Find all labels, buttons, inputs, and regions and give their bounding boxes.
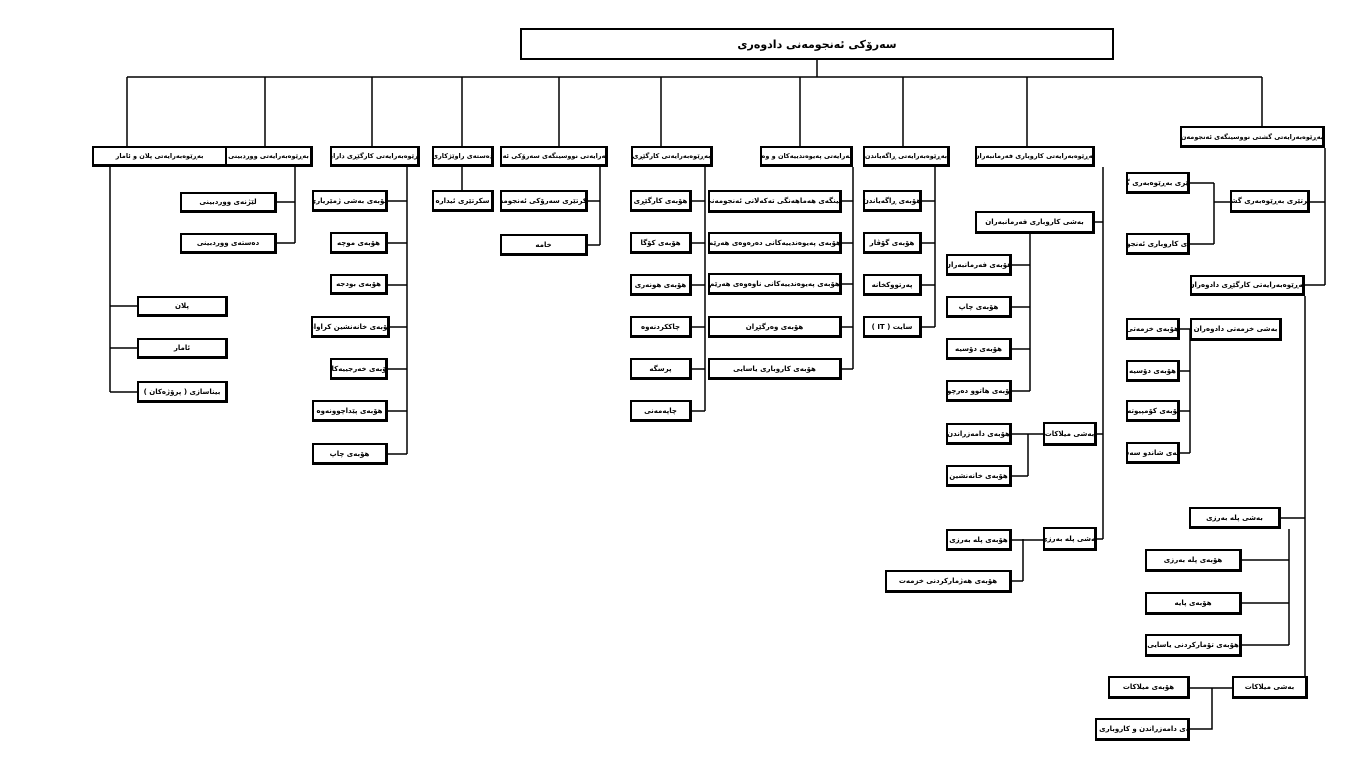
- unit-box: هۆبەی خزمەتی: [1126, 318, 1180, 340]
- unit-box: هۆبەی تۆمارکردنی یاسایی: [1145, 634, 1242, 657]
- chart-title-box: سەرۆکی ئەنجومەنی دادوەری: [520, 28, 1114, 60]
- unit-box: هۆبەی کارگێڕی: [630, 190, 692, 212]
- directorate-box: بەڕێوەبەرایەتی کارگێڕی دارایی: [330, 146, 420, 167]
- unit-box: هۆبەی چاپ: [946, 296, 1012, 318]
- connector-line: [1190, 688, 1213, 730]
- unit-box: هۆبەی وەرگێڕان: [708, 316, 842, 338]
- unit-box: هۆبەی بەشی ژمێریاری: [312, 190, 388, 212]
- unit-box: بەشی میلاکات: [1232, 676, 1308, 699]
- directorate-box: بەڕێوەبەرایەتی کاروباری فەرمانبەران: [975, 146, 1095, 167]
- unit-box: بەشی خزمەتی دادوەران: [1190, 318, 1282, 341]
- unit-box: هۆبەی پلە بەرزی: [1145, 549, 1242, 572]
- unit-box: هۆبەی کاروباری ئەنجومەن: [1126, 233, 1190, 255]
- directorate-box: بەڕێوەبەرایەتی ڕاگەیاندن: [863, 146, 950, 167]
- unit-box: هۆبەی فەرمانبەران: [946, 254, 1012, 276]
- unit-box: سکرتێری ئیدارە: [432, 190, 494, 212]
- unit-box: بیناسازی ( پرۆژەکان ): [137, 381, 228, 403]
- unit-box: بەڕێوەبەرایەتی کارگێڕی دادوەران: [1190, 275, 1305, 296]
- unit-box: هۆبەی خەرجییەکان: [330, 358, 388, 380]
- directorate-box: بەڕێوەبەرایەتی نووسینگەی سەرۆکی ئەنجومەن: [500, 146, 608, 167]
- unit-box: هۆبەی هونەری: [630, 274, 692, 296]
- unit-box: هۆبەی ڕاگەیاندن: [863, 190, 922, 212]
- unit-box: لێژنەی ووردبینی: [180, 192, 277, 213]
- unit-box: سکرتێری سەرۆکی ئەنجومەن: [500, 190, 588, 212]
- unit-box: هۆبەی پایە: [1145, 592, 1242, 615]
- unit-box: هۆبەی کۆگا: [630, 232, 692, 254]
- unit-box: سایت ( IT ): [863, 316, 922, 338]
- unit-box: هۆبەی دۆسیە: [946, 338, 1012, 360]
- directorate-box: بەڕێوەبەرایەتی پلان و ئامار: [92, 146, 228, 167]
- unit-box: هۆبەی بودجە: [330, 274, 388, 295]
- unit-box: هۆبەی هەژمارکردنی خزمەت: [885, 570, 1012, 593]
- unit-box: هۆبەی میلاکات: [1108, 676, 1190, 699]
- unit-box: هۆبەی چاپ: [312, 443, 388, 465]
- unit-box: هۆبەی شاندو سەفەر: [1126, 442, 1180, 464]
- unit-box: پرسگە: [630, 358, 692, 380]
- directorate-box: بەڕێوەبەرایەتی پەیوەندییەکان و وەرگێڕان: [760, 146, 853, 167]
- directorate-box: بەڕێوەبەرایەتی ووردبینی: [225, 146, 313, 167]
- unit-box: هۆبەی کۆمپیوتەر: [1126, 400, 1180, 422]
- unit-box: پەرتووکخانە: [863, 274, 922, 296]
- unit-box: هۆبەی گۆڤار: [863, 232, 922, 254]
- unit-box: هۆبەی موچە: [330, 232, 388, 254]
- unit-box: نووسینگەی هەماهەنگی تەکەلانی ئەنجومەنی ب…: [708, 190, 842, 213]
- directorate-box: بەڕێوەبەرایەتی کارگێڕی: [631, 146, 713, 167]
- unit-box: هۆبەی دامەزراندن: [946, 423, 1012, 445]
- unit-box: هۆبەی خانەنشین: [946, 465, 1012, 487]
- unit-box: هۆبەی پێداچوونەوە: [312, 400, 388, 422]
- unit-box: بەشی میلاکات: [1043, 422, 1097, 446]
- unit-box: چاککردنەوە: [630, 316, 692, 338]
- unit-box: بەشی پلە بەرزی: [1189, 507, 1281, 529]
- unit-box: ئامار: [137, 338, 228, 359]
- unit-box: هۆبەی خانەنشین کراوان: [311, 316, 390, 338]
- unit-box: هۆبەی دۆسیە: [1126, 360, 1180, 382]
- unit-box: بەشی پلە بەرزی: [1043, 527, 1097, 551]
- unit-box: هۆبەی کاروباری یاسایی: [708, 358, 842, 380]
- unit-box: خامە: [500, 234, 588, 256]
- unit-box: چاپەمەنی: [630, 400, 692, 422]
- unit-box: هۆبەی هاتوو دەرچوو: [946, 380, 1012, 402]
- unit-box: سکرتێری بەڕێوەبەری گشتی: [1126, 172, 1190, 194]
- unit-box: هۆبەی پەیوەندییەکانی دەرەوەی هەرێم: [708, 232, 842, 254]
- unit-box: بەشی کاروباری فەرمانبەران: [975, 211, 1095, 234]
- unit-box: هۆبەی دامەزراندن و کاروباری خانە: [1095, 718, 1190, 741]
- directorate-box: بەڕێوەبەرایەتی گشتی نووسینگەی ئەنجومەن: [1180, 126, 1325, 148]
- unit-box: هۆبەی پلە بەرزی: [946, 529, 1012, 551]
- unit-box: پلان: [137, 296, 228, 317]
- unit-box: هۆبەی پەیوەندییەکانی ناوەوەی هەرێم: [708, 273, 842, 295]
- directorate-box: دەستەی راوێژکاری: [432, 146, 494, 167]
- unit-box: سکرتێری بەڕێوەبەری گشتی: [1230, 190, 1310, 213]
- unit-box: دەستەی ووردبینی: [180, 233, 277, 254]
